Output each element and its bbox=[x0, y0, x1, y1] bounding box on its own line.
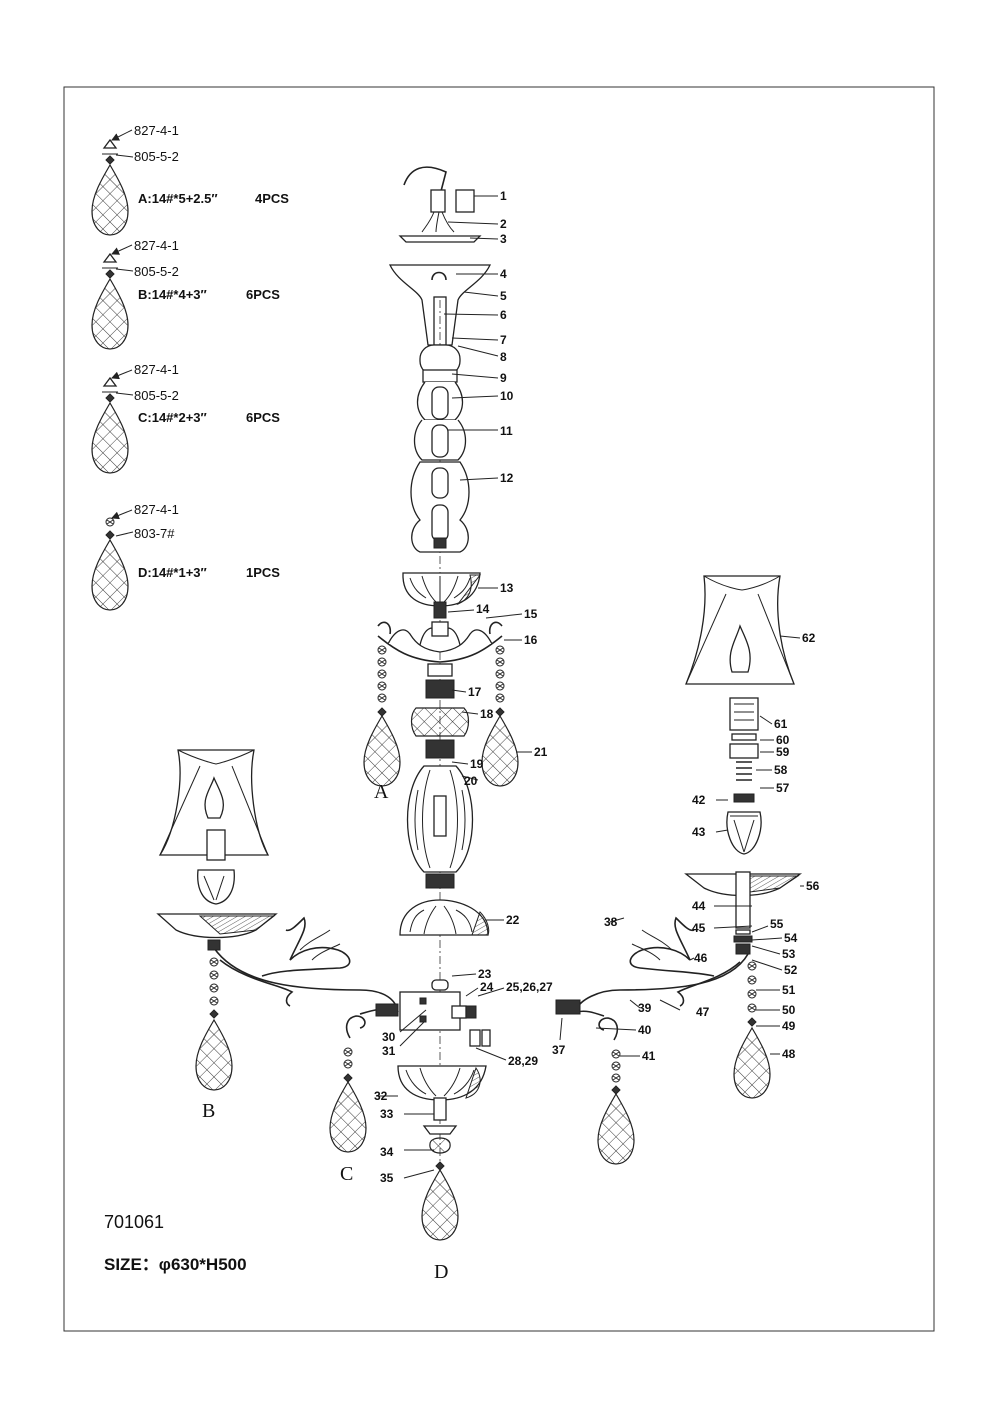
legend-c-mid-code: 805-5-2 bbox=[134, 388, 179, 403]
leader-lines bbox=[376, 195, 804, 1179]
callout-37: 37 bbox=[552, 1043, 566, 1057]
legend-d-qty: 1PCS bbox=[246, 565, 280, 580]
legend-b-top-code: 827-4-1 bbox=[134, 238, 179, 253]
callout-24: 24 bbox=[480, 980, 494, 994]
callout-18: 18 bbox=[480, 707, 494, 721]
callout-11: 11 bbox=[500, 424, 513, 438]
callout-45: 45 bbox=[692, 921, 706, 935]
callout-21: 21 bbox=[534, 745, 548, 759]
callout-58: 58 bbox=[774, 763, 788, 777]
callout-2: 2 bbox=[500, 217, 507, 231]
callout-3: 3 bbox=[500, 232, 507, 246]
callout-25-26-27: 25,26,27 bbox=[506, 980, 553, 994]
callout-53: 53 bbox=[782, 947, 796, 961]
callout-52: 52 bbox=[784, 963, 798, 977]
callout-15: 15 bbox=[524, 607, 538, 621]
callout-62: 62 bbox=[802, 631, 816, 645]
callout-6: 6 bbox=[500, 308, 507, 322]
callout-56: 56 bbox=[806, 879, 820, 893]
drop-letter-d: D bbox=[434, 1261, 448, 1283]
crystal-legend: 827-4-1 805-5-2 A:14#*5+2.5″ 4PCS 827-4-… bbox=[91, 123, 289, 611]
callout-55: 55 bbox=[770, 917, 784, 931]
central-column bbox=[377, 166, 503, 1241]
legend-a-qty: 4PCS bbox=[255, 191, 289, 206]
callout-14: 14 bbox=[476, 602, 490, 616]
legend-b-mid-code: 805-5-2 bbox=[134, 264, 179, 279]
legend-d-mid-code: 803-7# bbox=[134, 526, 175, 541]
callout-31: 31 bbox=[382, 1044, 396, 1058]
callout-1: 1 bbox=[500, 189, 507, 203]
callout-40: 40 bbox=[638, 1023, 652, 1037]
callout-59: 59 bbox=[776, 745, 790, 759]
callout-38: 38 bbox=[604, 915, 618, 929]
callout-61: 61 bbox=[774, 717, 788, 731]
callout-42: 42 bbox=[692, 793, 706, 807]
callout-43: 43 bbox=[692, 825, 706, 839]
drop-letters: A B C D bbox=[202, 781, 448, 1283]
callout-47: 47 bbox=[696, 1005, 710, 1019]
callout-13: 13 bbox=[500, 581, 514, 595]
callout-16: 16 bbox=[524, 633, 538, 647]
callout-19: 19 bbox=[470, 757, 484, 771]
legend-item-b: 827-4-1 805-5-2 B:14#*4+3″ 6PCS bbox=[91, 238, 280, 350]
callout-33: 33 bbox=[380, 1107, 394, 1121]
legend-c-qty: 6PCS bbox=[246, 410, 280, 425]
legend-a-spec: A:14#*5+2.5″ bbox=[138, 191, 218, 206]
callout-12: 12 bbox=[500, 471, 514, 485]
callout-34: 34 bbox=[380, 1145, 394, 1159]
callout-20: 20 bbox=[464, 774, 478, 788]
callout-5: 5 bbox=[500, 289, 507, 303]
callout-17: 17 bbox=[468, 685, 482, 699]
size-spec: SIZE：φ630*H500 bbox=[104, 1255, 247, 1274]
callout-54: 54 bbox=[784, 931, 798, 945]
callout-39: 39 bbox=[638, 1001, 652, 1015]
callout-23: 23 bbox=[478, 967, 492, 981]
callout-30: 30 bbox=[382, 1030, 396, 1044]
callout-44: 44 bbox=[692, 899, 706, 913]
callout-46: 46 bbox=[694, 951, 708, 965]
drop-letter-b: B bbox=[202, 1100, 215, 1122]
legend-item-c: 827-4-1 805-5-2 C:14#*2+3″ 6PCS bbox=[91, 362, 280, 474]
callout-22: 22 bbox=[506, 913, 520, 927]
drawing-border bbox=[63, 86, 935, 1332]
model-number: 701061 bbox=[104, 1212, 164, 1232]
legend-item-d: 827-4-1 803-7# D:14#*1+3″ 1PCS bbox=[91, 502, 280, 611]
legend-a-top-code: 827-4-1 bbox=[134, 123, 179, 138]
callout-4: 4 bbox=[500, 267, 507, 281]
drop-letter-a: A bbox=[374, 781, 389, 803]
legend-c-top-code: 827-4-1 bbox=[134, 362, 179, 377]
legend-item-a: 827-4-1 805-5-2 A:14#*5+2.5″ 4PCS bbox=[91, 123, 289, 236]
legend-b-spec: B:14#*4+3″ bbox=[138, 287, 207, 302]
legend-a-mid-code: 805-5-2 bbox=[134, 149, 179, 164]
legend-c-spec: C:14#*2+3″ bbox=[138, 410, 207, 425]
callout-7: 7 bbox=[500, 333, 507, 347]
callout-60: 60 bbox=[776, 733, 790, 747]
legend-d-top-code: 827-4-1 bbox=[134, 502, 179, 517]
callout-32: 32 bbox=[374, 1089, 388, 1103]
drop-letter-c: C bbox=[340, 1163, 353, 1185]
callout-numbers: 1 2 3 4 5 6 7 8 9 10 11 12 13 14 15 16 1… bbox=[374, 189, 820, 1185]
callout-10: 10 bbox=[500, 389, 514, 403]
callout-9: 9 bbox=[500, 371, 507, 385]
callout-8: 8 bbox=[500, 350, 507, 364]
callout-50: 50 bbox=[782, 1003, 796, 1017]
callout-51: 51 bbox=[782, 983, 796, 997]
callout-35: 35 bbox=[380, 1171, 394, 1185]
legend-b-qty: 6PCS bbox=[246, 287, 280, 302]
callout-49: 49 bbox=[782, 1019, 796, 1033]
callout-48: 48 bbox=[782, 1047, 796, 1061]
legend-d-spec: D:14#*1+3″ bbox=[138, 565, 207, 580]
callout-57: 57 bbox=[776, 781, 790, 795]
callout-28-29: 28,29 bbox=[508, 1054, 538, 1068]
left-arm-assembly bbox=[156, 749, 399, 1153]
right-arm-assembly bbox=[555, 575, 803, 1165]
callout-41: 41 bbox=[642, 1049, 656, 1063]
